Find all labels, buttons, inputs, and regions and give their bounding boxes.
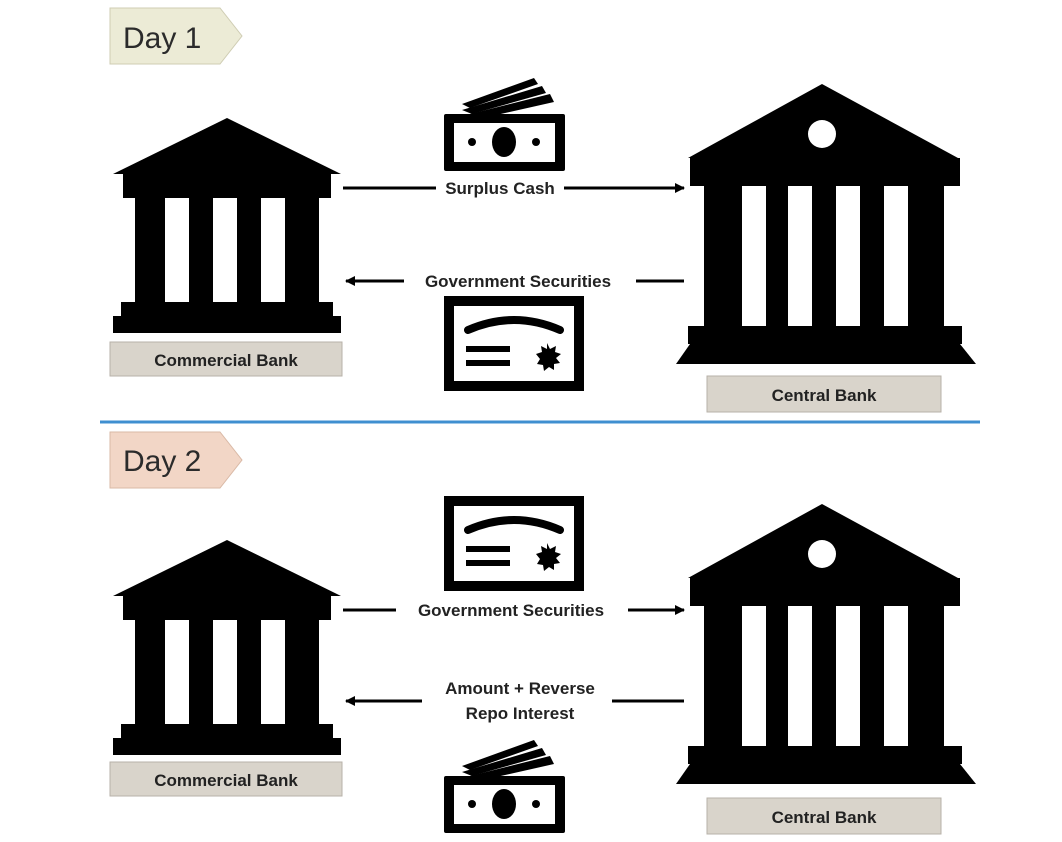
- arrow-government-securities-return: Government Securities: [345, 272, 684, 291]
- arrow-surplus-cash: Surplus Cash: [343, 179, 685, 198]
- surplus-cash-label: Surplus Cash: [445, 179, 555, 198]
- day1-tag-label: Day 1: [123, 22, 201, 55]
- commercial-bank-label: Commercial Bank: [154, 771, 298, 790]
- central-bank-icon: [676, 84, 976, 364]
- commercial-bank-label-box: Commercial Bank: [109, 341, 343, 377]
- day1-section: Day 1 Commercial Bank Central Bank Surpl…: [109, 7, 976, 413]
- government-securities-label: Government Securities: [418, 601, 604, 620]
- certificate-icon: [444, 496, 584, 591]
- central-bank-label-box: Central Bank: [706, 797, 942, 835]
- cash-stack-icon: [444, 740, 565, 833]
- central-bank-icon: [676, 504, 976, 784]
- commercial-bank-label: Commercial Bank: [154, 351, 298, 370]
- day2-tag-label: Day 2: [123, 445, 201, 478]
- government-securities-label: Government Securities: [425, 272, 611, 291]
- day1-tag: Day 1: [109, 7, 243, 65]
- cash-stack-icon: [444, 78, 565, 171]
- arrow-government-securities: Government Securities: [343, 601, 685, 620]
- amount-reverse-label-line1: Amount + Reverse: [445, 679, 595, 698]
- commercial-bank-icon: [113, 540, 341, 755]
- day2-section: Day 2 Commercial Bank Central Bank Gover…: [109, 431, 976, 835]
- amount-reverse-label-line2: Repo Interest: [466, 704, 575, 723]
- certificate-icon: [444, 296, 584, 391]
- central-bank-label: Central Bank: [772, 808, 877, 827]
- arrow-amount-reverse-repo-interest: Amount + Reverse Repo Interest: [345, 679, 684, 723]
- commercial-bank-icon: [113, 118, 341, 333]
- central-bank-label-box: Central Bank: [706, 375, 942, 413]
- central-bank-label: Central Bank: [772, 386, 877, 405]
- day2-tag: Day 2: [109, 431, 243, 489]
- commercial-bank-label-box: Commercial Bank: [109, 761, 343, 797]
